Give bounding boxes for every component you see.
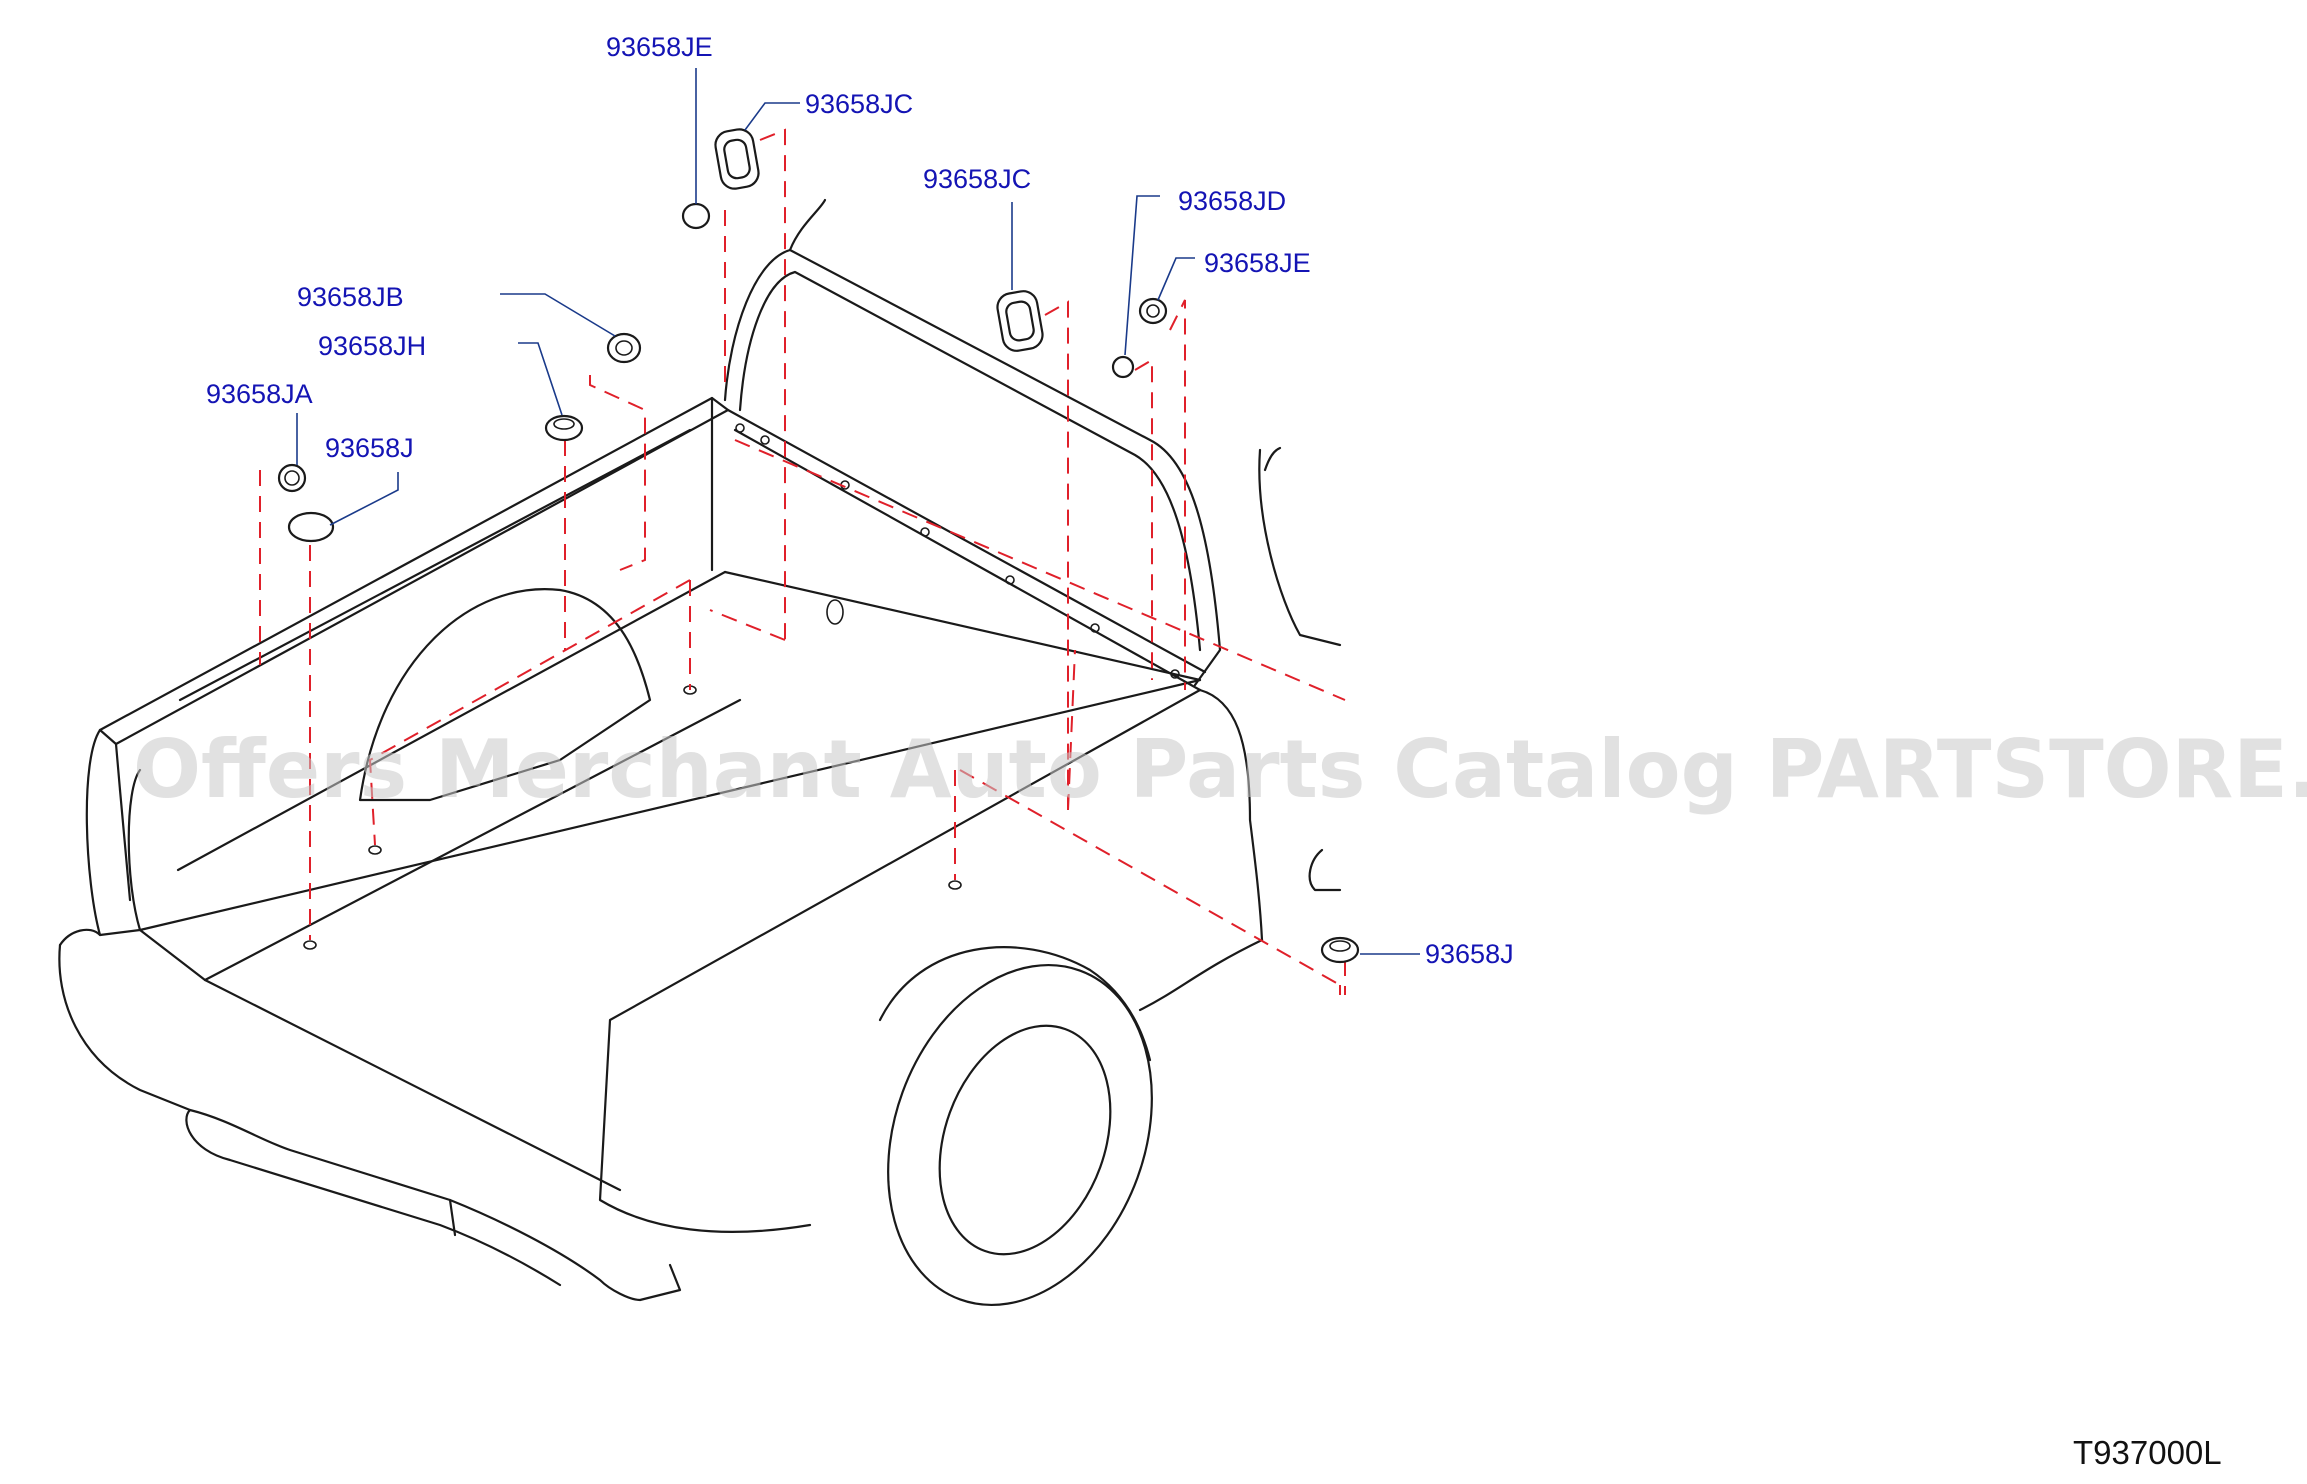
watermark: Offers Merchant Auto Parts Catalog PARTS… bbox=[133, 723, 2307, 816]
grommet-jc-top[interactable] bbox=[713, 127, 760, 191]
plug-j-right[interactable] bbox=[1320, 936, 1360, 964]
callout-label-je-right[interactable]: 93658JE bbox=[1204, 248, 1311, 278]
callout-label-jh[interactable]: 93658JH bbox=[318, 331, 426, 361]
plug-jh[interactable] bbox=[544, 414, 584, 442]
parts bbox=[277, 127, 1360, 964]
callout-label-je-top[interactable]: 93658JE bbox=[606, 32, 713, 62]
callout-label-jc-top[interactable]: 93658JC bbox=[805, 89, 913, 119]
grommet-je-top[interactable] bbox=[681, 202, 711, 230]
grommet-ja[interactable] bbox=[277, 463, 307, 493]
callout-labels: 93658JE 93658JC 93658JC 93658JD 93658JE … bbox=[206, 32, 1514, 969]
grommet-jc-mid[interactable] bbox=[995, 289, 1044, 353]
plug-jd[interactable] bbox=[1111, 355, 1135, 379]
grommet-je-right[interactable] bbox=[1138, 297, 1168, 325]
callout-label-ja[interactable]: 93658JA bbox=[206, 379, 313, 409]
assembly-lines bbox=[259, 128, 1346, 995]
callout-label-jb[interactable]: 93658JB bbox=[297, 282, 404, 312]
callout-label-j-right[interactable]: 93658J bbox=[1425, 939, 1514, 969]
callout-label-j-left[interactable]: 93658J bbox=[325, 433, 414, 463]
callout-label-jd[interactable]: 93658JD bbox=[1178, 186, 1286, 216]
plug-j-left[interactable] bbox=[287, 511, 335, 543]
diagram-code: T937000L bbox=[2073, 1434, 2222, 1471]
grommet-jb[interactable] bbox=[606, 332, 642, 364]
leader-lines bbox=[296, 68, 1420, 955]
callout-label-jc-mid[interactable]: 93658JC bbox=[923, 164, 1031, 194]
truck-bed-drawing bbox=[58, 198, 1342, 1307]
